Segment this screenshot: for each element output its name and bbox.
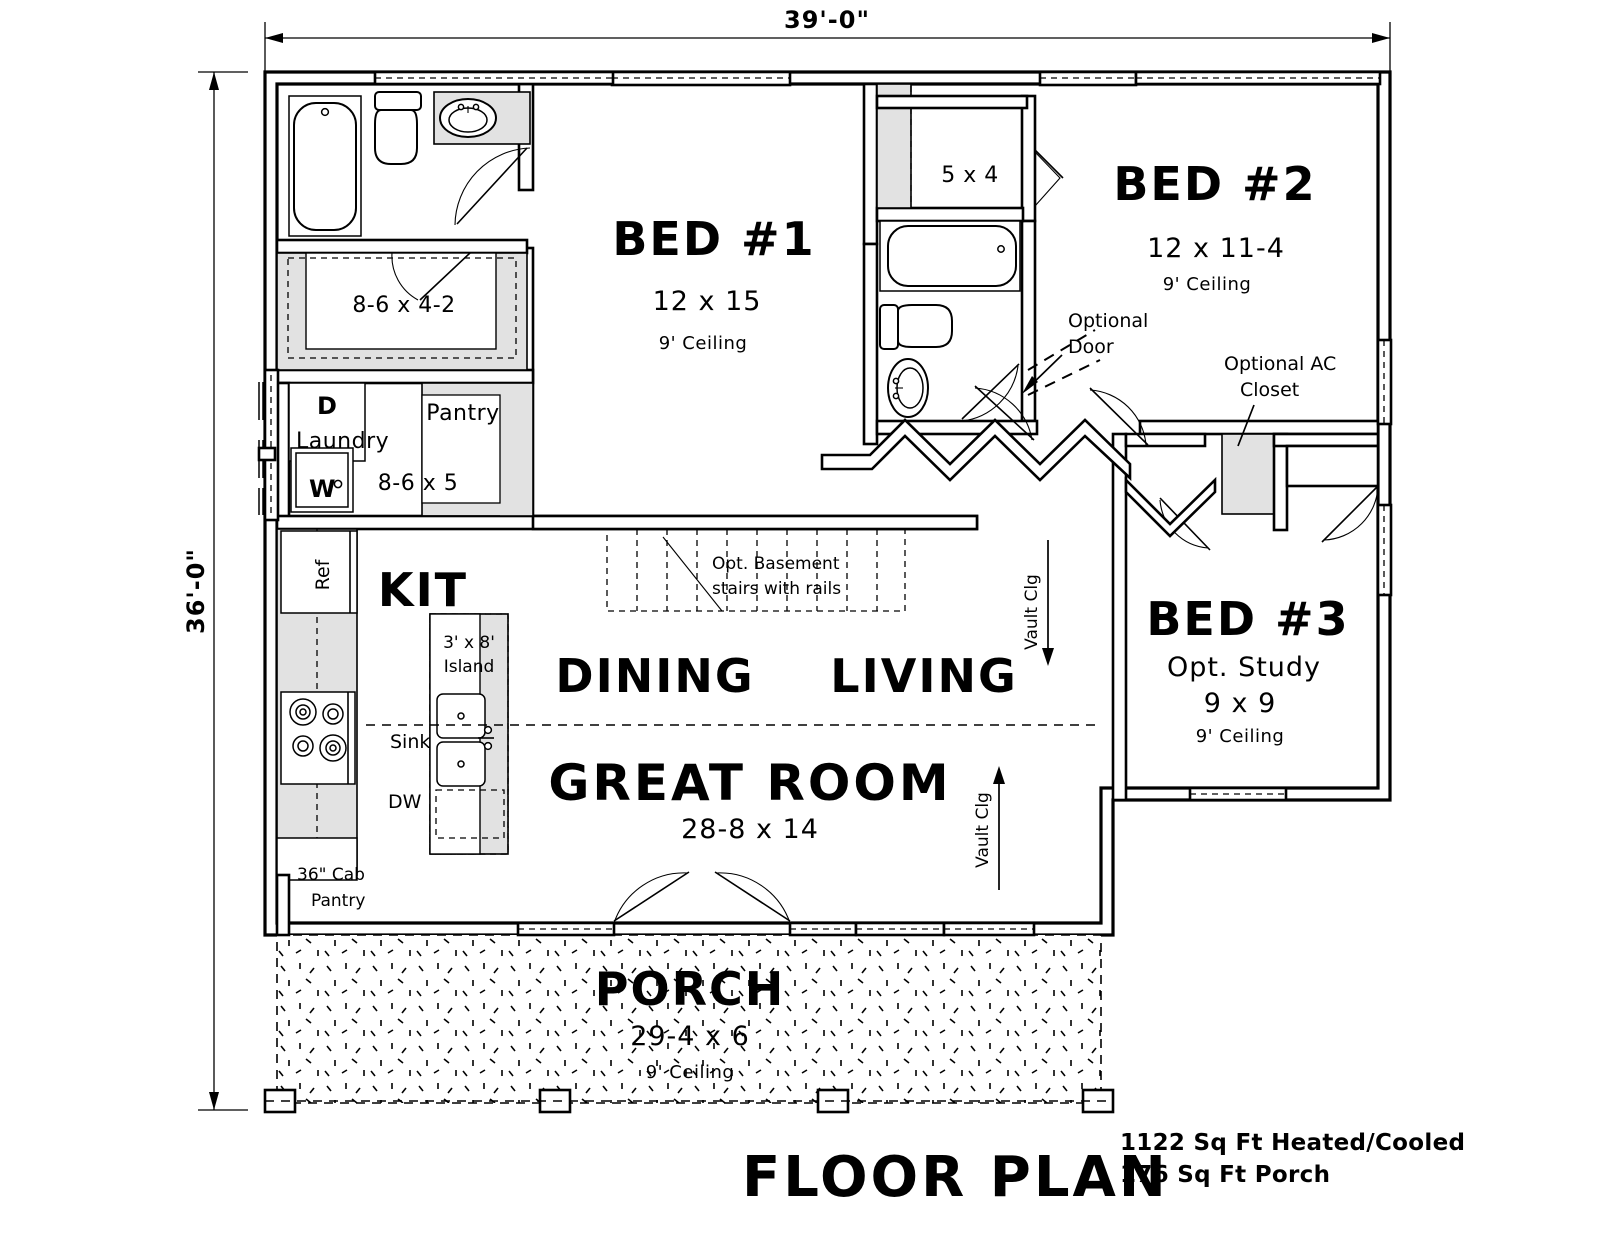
pantry: Pantry 8-6 x 5	[378, 382, 534, 517]
refrigerator-label: Ref	[312, 558, 334, 590]
island-line1: 3' x 8'	[443, 633, 495, 653]
plan-title: FLOOR PLAN	[742, 1145, 1169, 1210]
master-closet: 8-6 x 4-2	[276, 252, 528, 371]
hall-angled-walls	[820, 385, 1217, 551]
windows-top	[373, 70, 1382, 87]
area-heated: 1122 Sq Ft Heated/Cooled	[1120, 1130, 1465, 1156]
great-room-size: 28-8 x 14	[681, 814, 819, 845]
optional-ac-line1: Optional AC	[1224, 353, 1336, 375]
bed3-windows	[1188, 338, 1393, 802]
master-closet-size: 8-6 x 4-2	[352, 293, 455, 318]
dimension-left	[198, 71, 248, 1111]
laundry-name: Laundry	[296, 429, 389, 454]
vault-clg-upper-label: Vault Clg	[1022, 574, 1042, 650]
optional-door-line2: Door	[1068, 336, 1114, 358]
pantry-size: 8-6 x 5	[378, 471, 458, 496]
dimension-height-label: 36'-0"	[182, 548, 210, 634]
porch-label: PORCH 29-4 x 6 9' Ceiling	[595, 962, 786, 1083]
bed3-label: BED #3 Opt. Study 9 x 9 9' Ceiling	[1146, 592, 1349, 747]
toilet-tank	[374, 91, 422, 111]
porch-size: 29-4 x 6	[630, 1021, 750, 1052]
optional-ac-closet-annotation: Optional AC Closet	[1224, 353, 1336, 447]
bed2-name: BED #2	[1113, 157, 1316, 211]
basement-stairs: Opt. Basement stairs with rails	[606, 528, 906, 612]
dryer-label: D	[317, 392, 337, 420]
optional-ac-line2: Closet	[1240, 379, 1299, 401]
kitchen: Ref 36" Cab Pantry KIT 3' x 8' Island	[275, 528, 509, 937]
bath2	[879, 220, 1101, 422]
pantry-name: Pantry	[426, 401, 499, 426]
toilet-bowl	[374, 109, 418, 165]
dishwasher-label: DW	[388, 791, 422, 813]
washer-label: W	[309, 475, 335, 503]
porch-ceiling: 9' Ceiling	[646, 1062, 735, 1083]
cab-pantry-line1: 36" Cab	[297, 865, 365, 885]
bed2-closet: 5 x 4	[875, 83, 1064, 209]
master-bath	[288, 91, 531, 237]
vault-clg-lower-label: Vault Clg	[973, 792, 993, 868]
title-block: FLOOR PLAN 1122 Sq Ft Heated/Cooled 176 …	[742, 1130, 1465, 1210]
great-room-name: GREAT ROOM	[548, 754, 951, 812]
sink-label: Sink	[390, 731, 430, 753]
bed1-ceiling: 9' Ceiling	[659, 333, 748, 354]
bed3-ceiling: 9' Ceiling	[1196, 726, 1285, 747]
porch-name: PORCH	[595, 962, 786, 1016]
living-name: LIVING	[830, 649, 1017, 703]
optional-door-line1: Optional	[1068, 310, 1148, 332]
bed3-size: 9 x 9	[1204, 688, 1277, 719]
bed1-name: BED #1	[612, 212, 815, 266]
vault-clg-upper: Vault Clg	[1022, 540, 1054, 666]
bed1-label: BED #1 12 x 15 9' Ceiling	[612, 212, 815, 354]
dimension-top	[264, 22, 1391, 72]
porch-area	[263, 934, 1115, 1114]
bed3-alt: Opt. Study	[1167, 652, 1321, 683]
bed2-size: 12 x 11-4	[1147, 233, 1285, 264]
bed2-label: BED #2 12 x 11-4 9' Ceiling	[1113, 157, 1316, 295]
basement-line2: stairs with rails	[712, 579, 841, 599]
bed2-closet-size: 5 x 4	[941, 163, 999, 188]
dimension-width-label: 39'-0"	[784, 6, 870, 34]
great-room-labels: DINING LIVING GREAT ROOM 28-8 x 14	[366, 649, 1100, 845]
bed1-size: 12 x 15	[653, 286, 762, 317]
optional-door-annotation: Optional Door	[1022, 310, 1148, 394]
kitchen-name: KIT	[378, 563, 468, 617]
dining-name: DINING	[555, 649, 754, 703]
vault-clg-lower: Vault Clg	[973, 766, 1005, 890]
front-openings	[516, 871, 1036, 937]
basement-line1: Opt. Basement	[712, 554, 840, 574]
bed3-name: BED #3	[1146, 592, 1349, 646]
laundry: D W Laundry	[288, 382, 389, 513]
bed2-ceiling: 9' Ceiling	[1163, 274, 1252, 295]
island-line2: Island	[444, 657, 495, 677]
windows-left	[257, 368, 280, 522]
cab-pantry-line2: Pantry	[311, 891, 365, 911]
area-porch: 176 Sq Ft Porch	[1120, 1162, 1330, 1188]
